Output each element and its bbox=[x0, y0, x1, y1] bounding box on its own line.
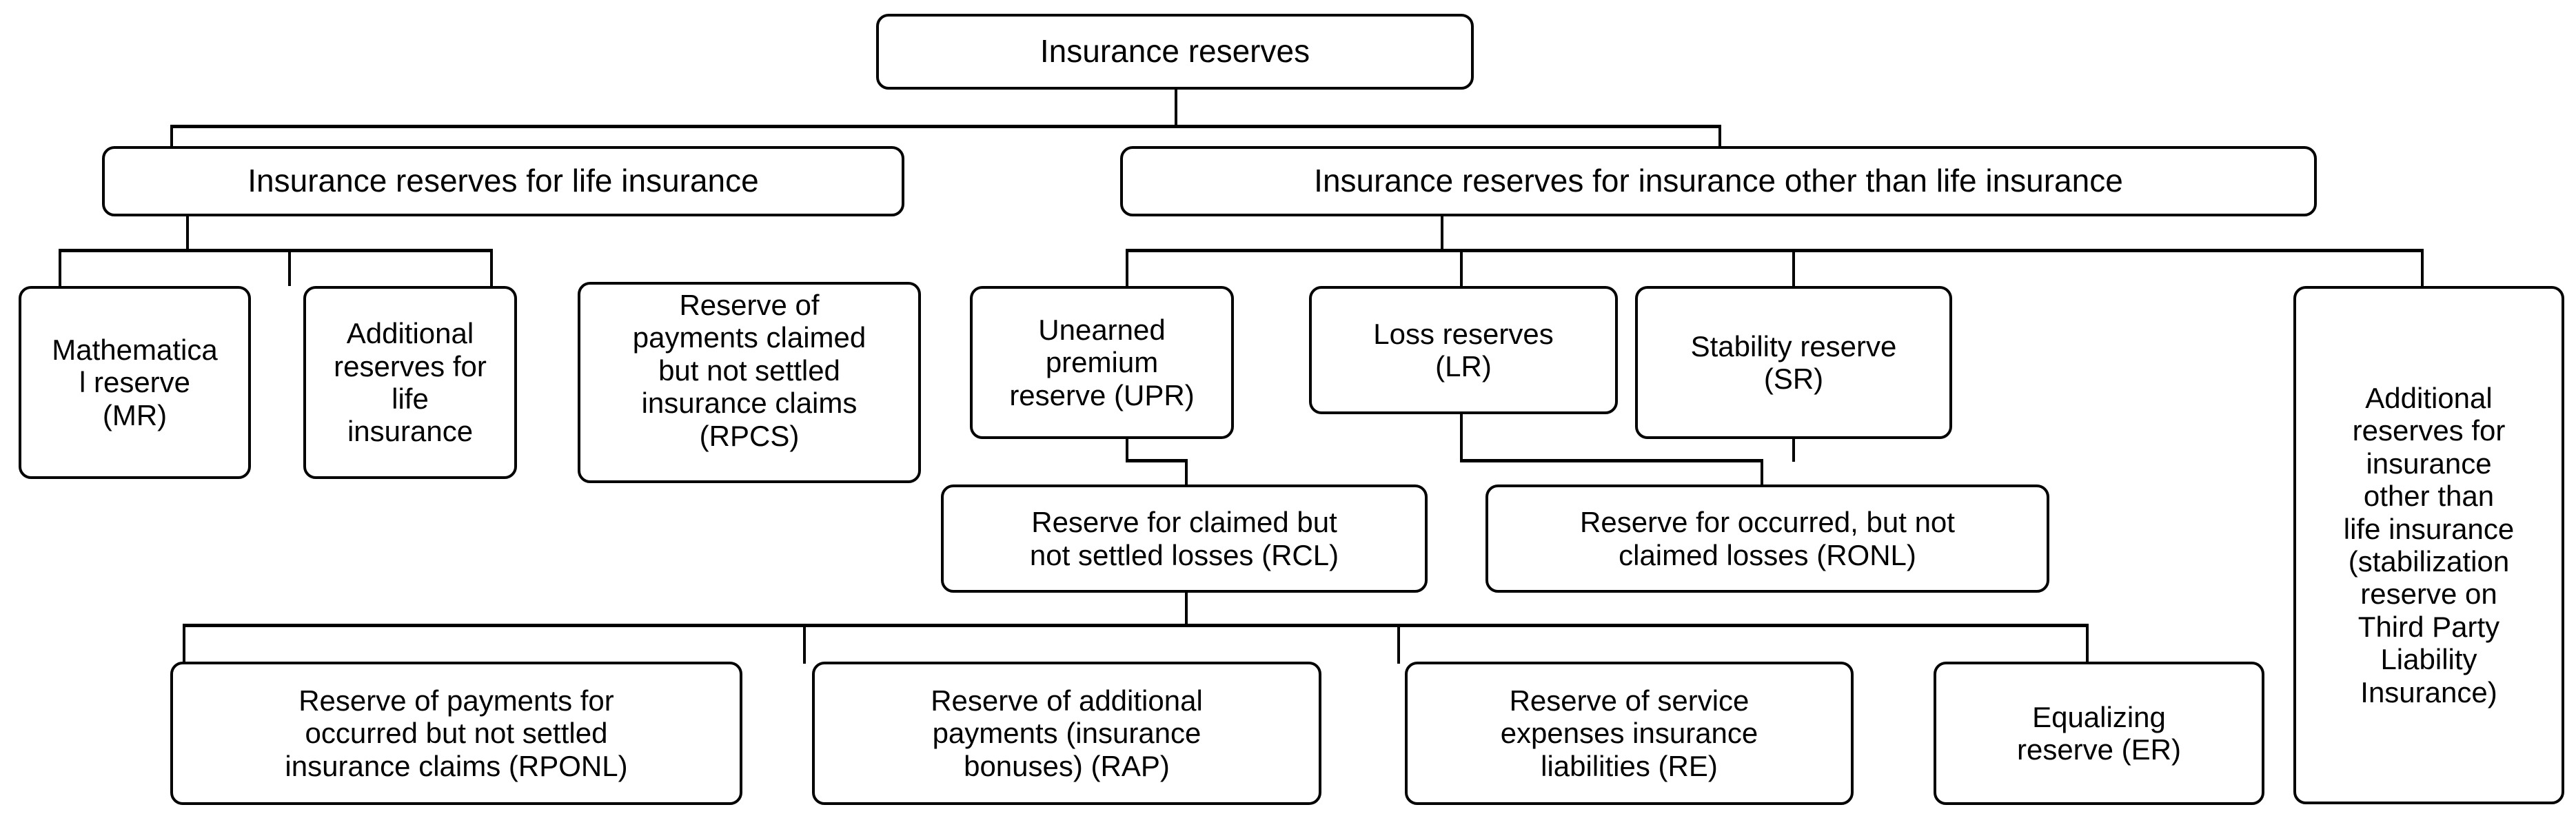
connector-nonlife-bus bbox=[1126, 249, 2424, 252]
connector-to-er bbox=[2086, 624, 2089, 664]
node-loss-reserves[interactable]: Loss reserves (LR) bbox=[1309, 286, 1618, 414]
connector-to-arnl bbox=[2421, 249, 2424, 286]
connector-level1-bus bbox=[170, 125, 1721, 128]
connector-bottom-bus bbox=[183, 624, 2089, 627]
node-ronl[interactable]: Reserve for occurred, but not claimed lo… bbox=[1485, 484, 2049, 593]
connector-upr-down bbox=[1126, 438, 1128, 462]
connector-to-mr bbox=[59, 249, 61, 286]
node-life-insurance-reserves[interactable]: Insurance reserves for life insurance bbox=[102, 146, 904, 216]
connector-to-rap bbox=[803, 624, 806, 664]
connector-lr-to-ronl-bus bbox=[1460, 459, 1763, 462]
connector-life-bus bbox=[59, 249, 493, 252]
connector-sr-down bbox=[1792, 438, 1795, 462]
connector-upr-to-rcl-bus bbox=[1126, 459, 1188, 462]
node-mathematical-reserve[interactable]: Mathematica l reserve (MR) bbox=[19, 286, 251, 479]
connector-nonlife-stem bbox=[1441, 216, 1443, 251]
node-additional-reserves-life[interactable]: Additional reserves for life insurance bbox=[303, 286, 517, 479]
connector-lr-down bbox=[1460, 414, 1463, 462]
connector-to-rponl bbox=[183, 624, 185, 664]
node-rponl[interactable]: Reserve of payments for occurred but not… bbox=[170, 662, 742, 805]
connector-to-life bbox=[170, 125, 173, 150]
connector-to-re bbox=[1397, 624, 1400, 664]
connector-to-arli bbox=[288, 249, 291, 286]
node-rcl[interactable]: Reserve for claimed but not settled loss… bbox=[941, 484, 1428, 593]
connector-to-sr bbox=[1792, 249, 1795, 286]
connector-rcl-stem bbox=[1185, 459, 1188, 487]
connector-to-nonlife bbox=[1718, 125, 1721, 150]
connector-to-lr bbox=[1460, 249, 1463, 286]
connector-root-stem bbox=[1175, 90, 1177, 127]
node-re[interactable]: Reserve of service expenses insurance li… bbox=[1405, 662, 1854, 805]
connector-ronl-stem bbox=[1761, 459, 1763, 487]
node-insurance-reserves[interactable]: Insurance reserves bbox=[876, 14, 1474, 90]
node-stability-reserve[interactable]: Stability reserve (SR) bbox=[1635, 286, 1952, 439]
node-rap[interactable]: Reserve of additional payments (insuranc… bbox=[812, 662, 1321, 805]
node-er[interactable]: Equalizing reserve (ER) bbox=[1934, 662, 2264, 805]
node-nonlife-insurance-reserves[interactable]: Insurance reserves for insurance other t… bbox=[1120, 146, 2317, 216]
node-additional-reserves-nonlife[interactable]: Additional reserves for insurance other … bbox=[2293, 286, 2564, 804]
connector-to-upr bbox=[1126, 249, 1128, 286]
connector-life-stem bbox=[186, 216, 189, 251]
node-unearned-premium-reserve[interactable]: Unearned premium reserve (UPR) bbox=[970, 286, 1234, 439]
connector-to-rpcs bbox=[490, 249, 493, 286]
connector-rcl-down bbox=[1185, 593, 1188, 626]
node-rpcs[interactable]: Reserve of payments claimed but not sett… bbox=[578, 282, 921, 483]
